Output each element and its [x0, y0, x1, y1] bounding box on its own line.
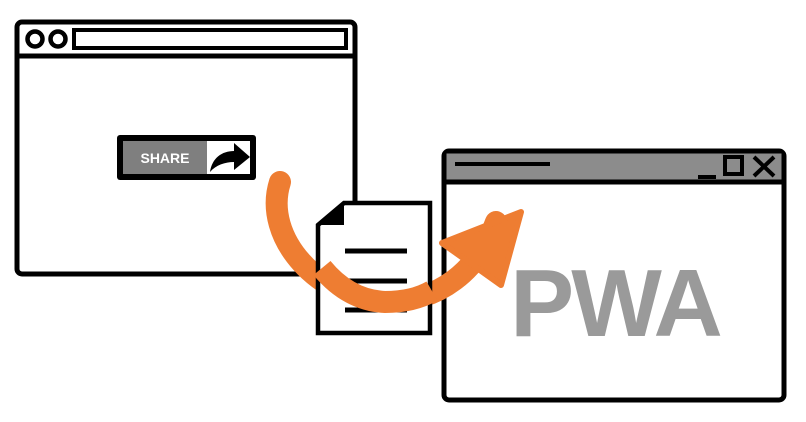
- flow-arrow-overlap: [313, 260, 438, 314]
- window-dot-icon: [25, 29, 45, 49]
- flow-arrowhead: [439, 209, 524, 288]
- share-button-label-area: [123, 141, 207, 174]
- share-button[interactable]: SHARE: [117, 135, 256, 180]
- pwa-logo-text: PWA: [510, 250, 720, 357]
- target-app-window: PWA: [441, 148, 787, 403]
- document-folded-corner: [318, 203, 344, 225]
- share-button-label: SHARE: [140, 150, 189, 166]
- source-browser-window: SHARE: [14, 19, 358, 277]
- maximize-icon[interactable]: [723, 155, 744, 176]
- address-bar[interactable]: [72, 28, 348, 50]
- share-arrow-icon: [210, 143, 250, 172]
- window-dot-icon: [48, 29, 68, 49]
- close-icon[interactable]: [752, 155, 776, 178]
